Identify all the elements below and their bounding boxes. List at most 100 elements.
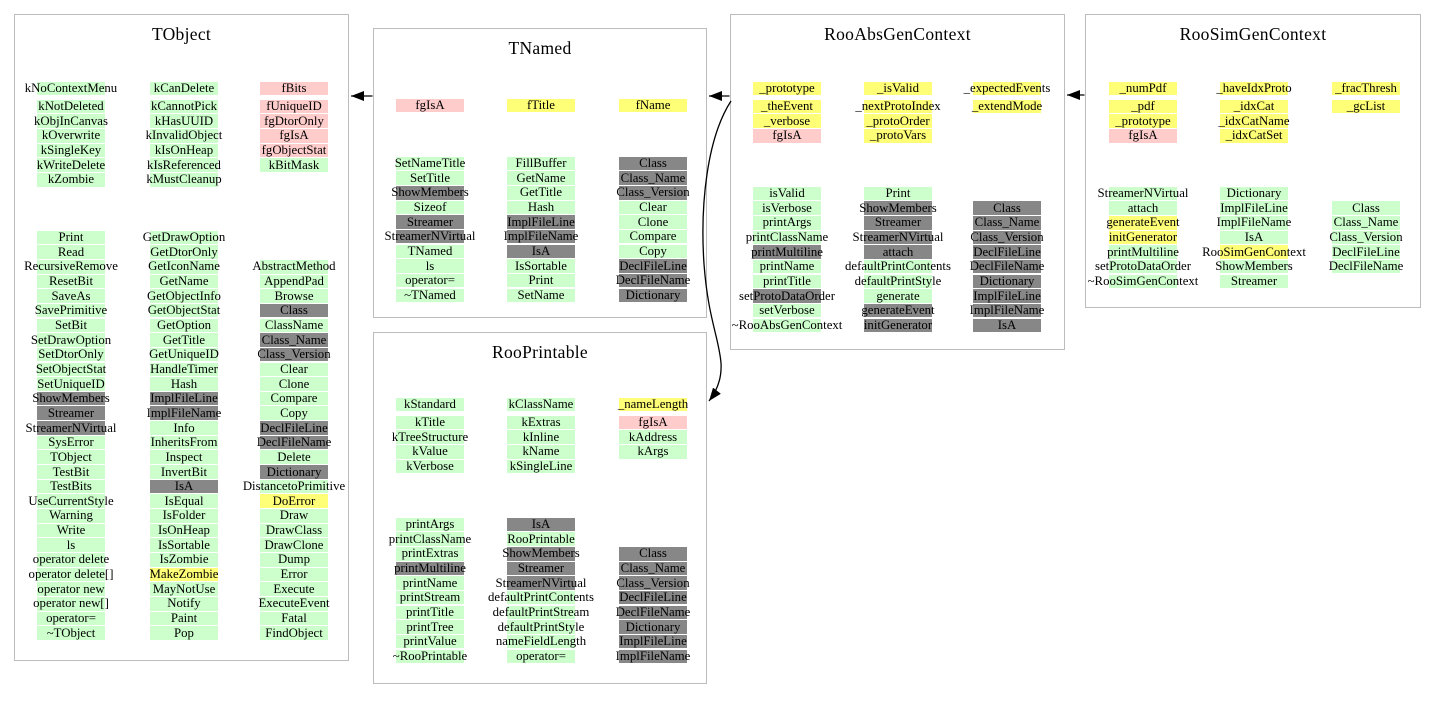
method-item[interactable]: DeclFileName <box>897 259 1117 274</box>
method-item[interactable]: ImplFileName <box>74 406 294 421</box>
method-item[interactable]: setVerbose <box>677 303 897 318</box>
member-item[interactable]: _pdf <box>1033 99 1253 114</box>
member-item[interactable]: kName <box>431 444 651 459</box>
member-item[interactable]: _haveIdxProto <box>1144 81 1364 96</box>
method-item[interactable]: TestBit <box>0 465 181 480</box>
method-item[interactable]: defaultPrintStream <box>431 605 651 620</box>
member-item[interactable]: kNoContextMenu <box>0 81 181 96</box>
member-item[interactable]: kWriteDelete <box>0 158 181 173</box>
member-item[interactable]: fgIsA <box>677 128 897 143</box>
method-item[interactable]: HandleTimer <box>74 362 294 377</box>
method-item[interactable]: IsZombie <box>74 552 294 567</box>
method-item[interactable]: DeclFileName <box>1256 259 1437 274</box>
method-item[interactable]: defaultPrintContents <box>431 590 651 605</box>
method-item[interactable]: TObject <box>0 450 181 465</box>
method-item[interactable]: printMultiline <box>677 245 897 260</box>
method-item[interactable]: Class_Name <box>543 561 763 576</box>
method-item[interactable]: defaultPrintContents <box>788 259 1008 274</box>
method-item[interactable]: FillBuffer <box>431 156 651 171</box>
method-item[interactable]: Class_Version <box>543 185 763 200</box>
method-item[interactable]: ImplFileName <box>431 229 651 244</box>
method-item[interactable]: operator= <box>431 649 651 664</box>
method-item[interactable]: initGenerator <box>1033 230 1253 245</box>
method-item[interactable]: DrawClone <box>184 538 404 553</box>
method-item[interactable]: Browse <box>184 289 404 304</box>
member-item[interactable]: kInvalidObject <box>74 128 294 143</box>
member-item[interactable]: kOverwrite <box>0 128 181 143</box>
method-item[interactable]: operator new <box>0 582 181 597</box>
method-item[interactable]: AbstractMethod <box>184 259 404 274</box>
method-item[interactable]: DeclFileLine <box>543 590 763 605</box>
method-item[interactable]: Class_Name <box>184 333 404 348</box>
method-item[interactable]: ~TNamed <box>320 288 540 303</box>
member-item[interactable]: kSingleKey <box>0 143 181 158</box>
method-item[interactable]: Streamer <box>0 406 181 421</box>
member-item[interactable]: kExtras <box>431 415 651 430</box>
member-item[interactable]: _prototype <box>677 81 897 96</box>
method-item[interactable]: Write <box>0 523 181 538</box>
method-item[interactable]: InvertBit <box>74 465 294 480</box>
method-item[interactable]: Print <box>431 273 651 288</box>
method-item[interactable]: generate <box>788 289 1008 304</box>
method-item[interactable]: operator delete[] <box>0 567 181 582</box>
method-item[interactable]: GetObjectStat <box>74 303 294 318</box>
method-item[interactable]: TNamed <box>320 244 540 259</box>
member-item[interactable]: kCanDelete <box>74 81 294 96</box>
method-item[interactable]: TestBits <box>0 479 181 494</box>
member-item[interactable]: _protoVars <box>788 128 1008 143</box>
method-item[interactable]: printTitle <box>677 274 897 289</box>
method-item[interactable]: printClassName <box>320 532 540 547</box>
method-item[interactable]: Notify <box>74 596 294 611</box>
method-item[interactable]: generateEvent <box>1033 215 1253 230</box>
method-item[interactable]: SetDtorOnly <box>0 347 181 362</box>
member-item[interactable]: fgIsA <box>1033 128 1253 143</box>
method-item[interactable]: Print <box>788 186 1008 201</box>
method-item[interactable]: SaveAs <box>0 289 181 304</box>
method-item[interactable]: Class <box>184 303 404 318</box>
method-item[interactable]: printMultiline <box>1033 245 1253 260</box>
method-item[interactable]: SetObjectStat <box>0 362 181 377</box>
method-item[interactable]: Copy <box>184 406 404 421</box>
method-item[interactable]: ImplFileLine <box>1144 201 1364 216</box>
method-item[interactable]: Clear <box>184 362 404 377</box>
method-item[interactable]: Paint <box>74 611 294 626</box>
method-item[interactable]: RooPrintable <box>431 532 651 547</box>
method-item[interactable]: ShowMembers <box>0 391 181 406</box>
method-item[interactable]: ~RooSimGenContext <box>1033 274 1253 289</box>
member-item[interactable]: kClassName <box>431 397 651 412</box>
method-item[interactable]: ShowMembers <box>788 201 1008 216</box>
method-item[interactable]: Clone <box>543 215 763 230</box>
method-item[interactable]: ImplFileName <box>897 303 1117 318</box>
method-item[interactable]: generateEvent <box>788 303 1008 318</box>
member-item[interactable]: kZombie <box>0 172 181 187</box>
method-item[interactable]: GetDtorOnly <box>74 245 294 260</box>
method-item[interactable]: ~RooPrintable <box>320 649 540 664</box>
method-item[interactable]: GetName <box>74 274 294 289</box>
member-item[interactable]: kMustCleanup <box>74 172 294 187</box>
method-item[interactable]: operator= <box>320 273 540 288</box>
member-item[interactable]: fgObjectStat <box>184 143 404 158</box>
method-item[interactable]: DeclFileLine <box>184 421 404 436</box>
method-item[interactable]: printStream <box>320 590 540 605</box>
method-item[interactable]: Copy <box>543 244 763 259</box>
method-item[interactable]: Hash <box>74 377 294 392</box>
method-item[interactable]: GetDrawOption <box>74 230 294 245</box>
method-item[interactable]: printTitle <box>320 605 540 620</box>
member-item[interactable]: _gcList <box>1256 99 1437 114</box>
method-item[interactable]: printArgs <box>320 517 540 532</box>
method-item[interactable]: ClassName <box>184 318 404 333</box>
method-item[interactable]: nameFieldLength <box>431 634 651 649</box>
method-item[interactable]: ShowMembers <box>320 185 540 200</box>
method-item[interactable]: Compare <box>543 229 763 244</box>
member-item[interactable]: fBits <box>184 81 404 96</box>
method-item[interactable]: IsSortable <box>431 259 651 274</box>
method-item[interactable]: Fatal <box>184 611 404 626</box>
method-item[interactable]: operator new[] <box>0 596 181 611</box>
member-item[interactable]: _idxCatName <box>1144 114 1364 129</box>
member-item[interactable]: _numPdf <box>1033 81 1253 96</box>
member-item[interactable]: kAddress <box>543 430 763 445</box>
method-item[interactable]: initGenerator <box>788 318 1008 333</box>
method-item[interactable]: Dictionary <box>897 274 1117 289</box>
method-item[interactable]: isVerbose <box>677 201 897 216</box>
member-item[interactable]: fgIsA <box>543 415 763 430</box>
